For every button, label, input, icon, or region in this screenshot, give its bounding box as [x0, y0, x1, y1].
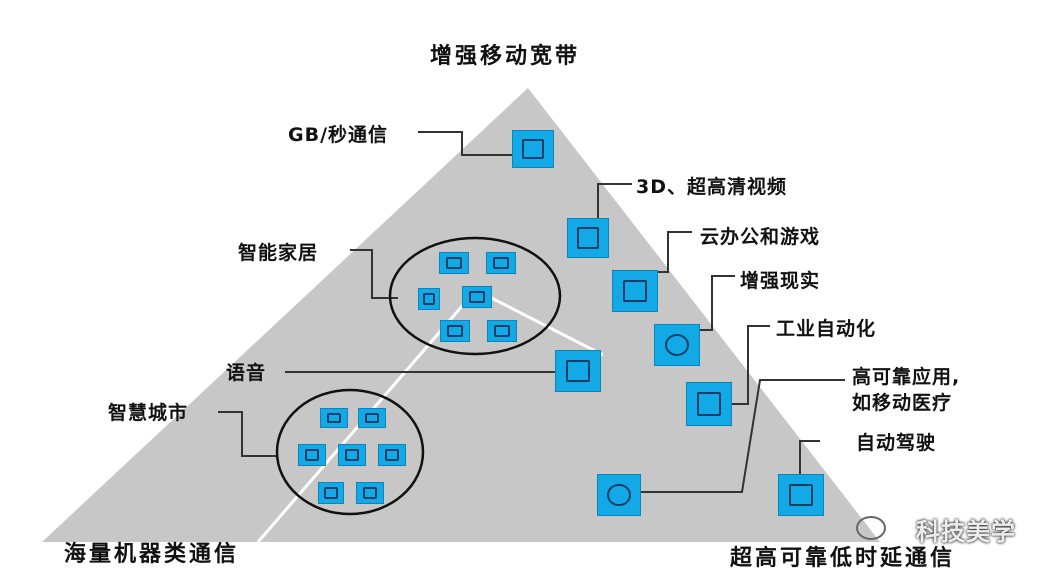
callout-industry: 工业自动化: [776, 318, 877, 340]
home-tv-icon: [439, 252, 469, 274]
callout-voice: 语音: [226, 362, 267, 384]
phone-icon: [555, 350, 601, 392]
leader-gb: [418, 131, 520, 156]
leader-lines: [218, 131, 845, 493]
callout-home: 智能家居: [238, 242, 319, 264]
leader-home: [350, 249, 398, 299]
callout-ar: 增强现实: [740, 270, 821, 292]
home-oven-icon: [487, 320, 517, 342]
leader-industry: [732, 325, 770, 405]
callout-reliable-line1: 高可靠应用,: [852, 366, 961, 388]
top-label: 增强移动宽带: [430, 44, 581, 69]
city-grid-icon: [298, 444, 326, 466]
city-door-icon: [318, 482, 344, 504]
smart-home-cluster: [388, 236, 562, 356]
callout-cloud: 云办公和游戏: [700, 226, 821, 248]
home-appliance-icon: [462, 286, 492, 308]
medical-icon: [597, 474, 641, 516]
robot-arm-icon: [686, 382, 732, 426]
scenario-triangle: [42, 88, 880, 542]
city-camera-icon: [338, 444, 366, 466]
leader-reliable: [640, 379, 845, 493]
car-icon: [778, 474, 824, 516]
city-light-icon: [378, 444, 406, 466]
callout-gb: GB/秒通信: [288, 124, 389, 146]
callout-city: 智慧城市: [108, 402, 189, 424]
watermark: 科技美学: [916, 518, 1016, 546]
leader-drive: [799, 440, 820, 478]
callout-reliable-line2: 如移动医疗: [852, 392, 953, 414]
leader-ar: [696, 275, 735, 331]
globe-icon: [654, 324, 700, 366]
city-building-icon: [358, 408, 386, 428]
callout-drive: 自动驾驶: [856, 432, 937, 454]
bottom-left-label: 海量机器类通信: [64, 542, 240, 567]
database-icon: [512, 130, 554, 168]
monitor-icon: [567, 218, 609, 258]
home-door-icon: [418, 288, 440, 310]
wechat-icon: [856, 516, 886, 540]
leader-city: [218, 411, 278, 457]
bottom-right-label: 超高可靠低时延通信: [730, 546, 956, 571]
home-fridge-icon: [486, 252, 516, 274]
city-sensor-icon: [356, 482, 384, 504]
smart-city-cluster: [275, 388, 425, 516]
home-washer-icon: [440, 320, 470, 342]
leader-video: [597, 183, 632, 222]
leader-cloud: [648, 231, 692, 273]
vr-headset-icon: [612, 270, 658, 312]
callout-video: 3D、超高清视频: [636, 176, 787, 198]
city-meter-icon: [320, 408, 348, 428]
